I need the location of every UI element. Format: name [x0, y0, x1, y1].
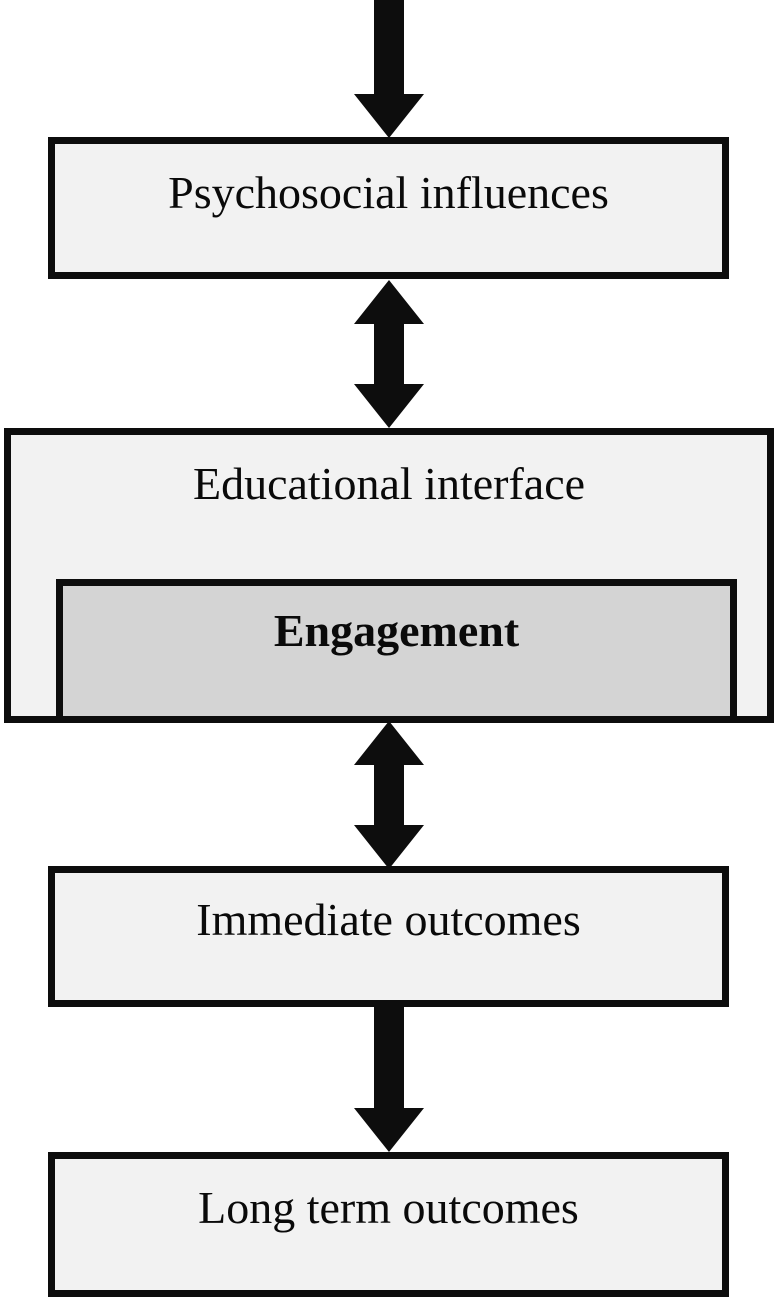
arrow-down-icon — [346, 1004, 432, 1154]
arrow-up-down-icon — [346, 278, 432, 430]
node-label: Educational interface — [192, 458, 586, 509]
node-label: Engagement — [273, 605, 520, 656]
node-long-term-outcomes[interactable]: Long term outcomes — [48, 1152, 729, 1297]
arrow-up-down-icon — [346, 719, 432, 871]
node-psychosocial-influences[interactable]: Psychosocial influences — [48, 137, 729, 279]
node-label: Long term outcomes — [198, 1182, 579, 1233]
arrow-down-icon — [346, 0, 432, 140]
node-immediate-outcomes[interactable]: Immediate outcomes — [48, 866, 729, 1007]
node-label: Immediate outcomes — [196, 894, 581, 945]
node-engagement[interactable]: Engagement — [56, 579, 737, 723]
node-educational-interface[interactable]: Educational interface Engagement — [4, 428, 774, 723]
node-label: Psychosocial influences — [168, 167, 609, 218]
